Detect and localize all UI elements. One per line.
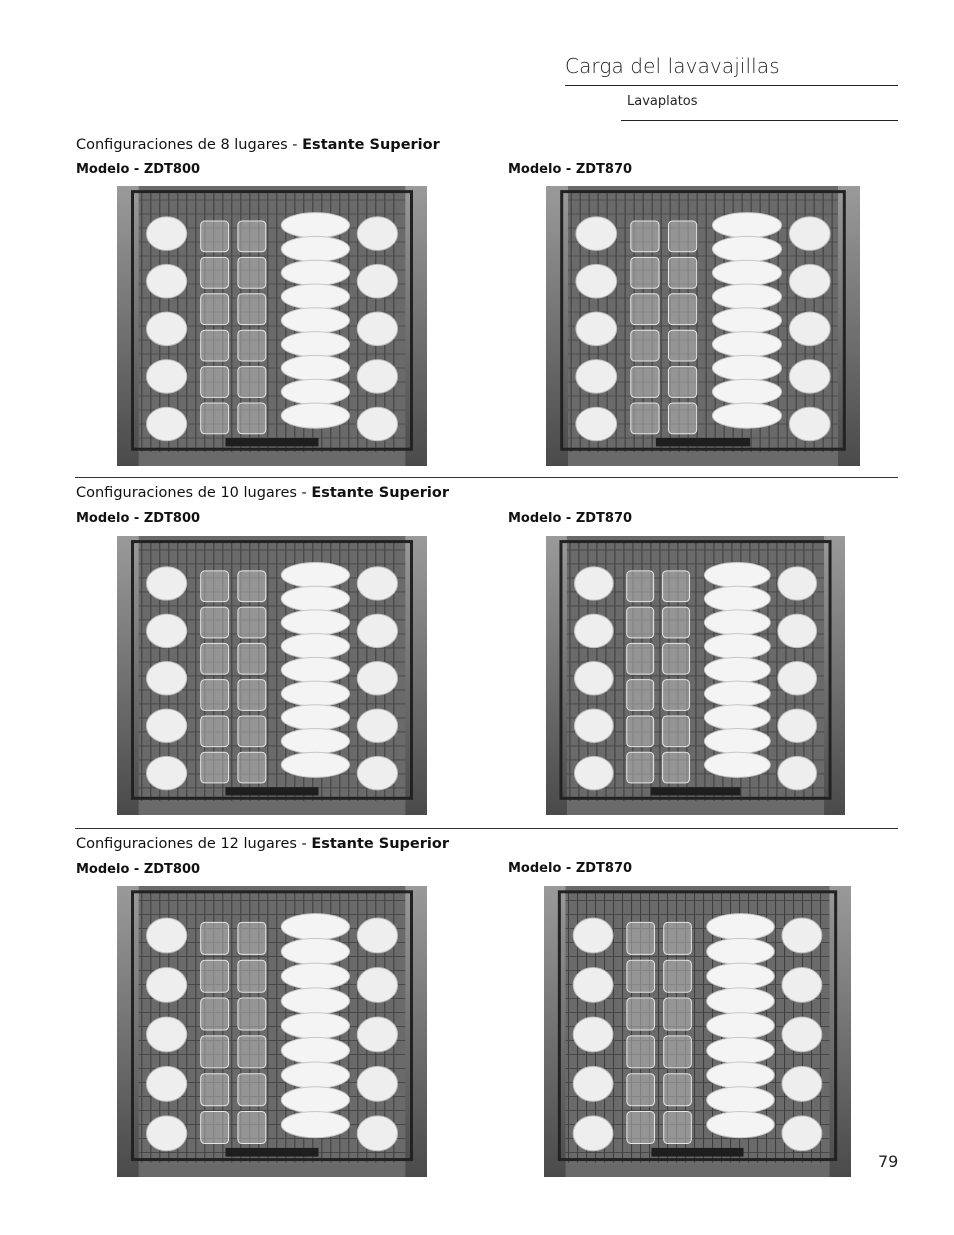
section-title-12: Configuraciones de 12 lugares - Estante … bbox=[76, 836, 449, 852]
rack-photo-image bbox=[117, 886, 427, 1177]
rack-photo-zdt870-8 bbox=[546, 186, 860, 466]
section-title-8: Configuraciones de 8 lugares - Estante S… bbox=[76, 137, 440, 153]
section-title-prefix: Configuraciones de 8 lugares - bbox=[76, 137, 303, 153]
model-label-zdt800: Modelo - ZDT800 bbox=[76, 862, 201, 877]
section-title-10: Configuraciones de 10 lugares - Estante … bbox=[76, 485, 449, 501]
rack-photo-image bbox=[117, 536, 427, 815]
rack-photo-zdt800-12 bbox=[117, 886, 427, 1177]
rack-photo-image bbox=[544, 886, 851, 1177]
rack-photo-zdt870-10 bbox=[546, 536, 845, 815]
section-title-prefix: Configuraciones de 12 lugares - bbox=[76, 836, 312, 852]
page-header-subtitle: Lavaplatos bbox=[627, 94, 698, 109]
rack-photo-zdt800-10 bbox=[117, 536, 427, 815]
section-title-bold: Estante Superior bbox=[311, 485, 449, 501]
header-subdivider bbox=[621, 120, 898, 121]
section-title-bold: Estante Superior bbox=[311, 836, 449, 852]
section-divider bbox=[75, 477, 898, 478]
page-number: 79 bbox=[878, 1152, 899, 1171]
page-header-title: Carga del lavavajillas bbox=[565, 54, 780, 78]
model-label-zdt800: Modelo - ZDT800 bbox=[76, 162, 201, 177]
rack-photo-image bbox=[546, 536, 845, 815]
model-label-zdt870: Modelo - ZDT870 bbox=[508, 511, 633, 526]
section-title-bold: Estante Superior bbox=[302, 137, 440, 153]
header-divider bbox=[565, 85, 898, 86]
model-label-zdt870: Modelo - ZDT870 bbox=[508, 861, 633, 876]
rack-photo-zdt870-12 bbox=[544, 886, 851, 1177]
model-label-zdt800: Modelo - ZDT800 bbox=[76, 511, 201, 526]
rack-photo-image bbox=[546, 186, 860, 466]
rack-photo-image bbox=[117, 186, 427, 466]
section-title-prefix: Configuraciones de 10 lugares - bbox=[76, 485, 312, 501]
rack-photo-zdt800-8 bbox=[117, 186, 427, 466]
section-divider bbox=[75, 828, 898, 829]
model-label-zdt870: Modelo - ZDT870 bbox=[508, 162, 633, 177]
